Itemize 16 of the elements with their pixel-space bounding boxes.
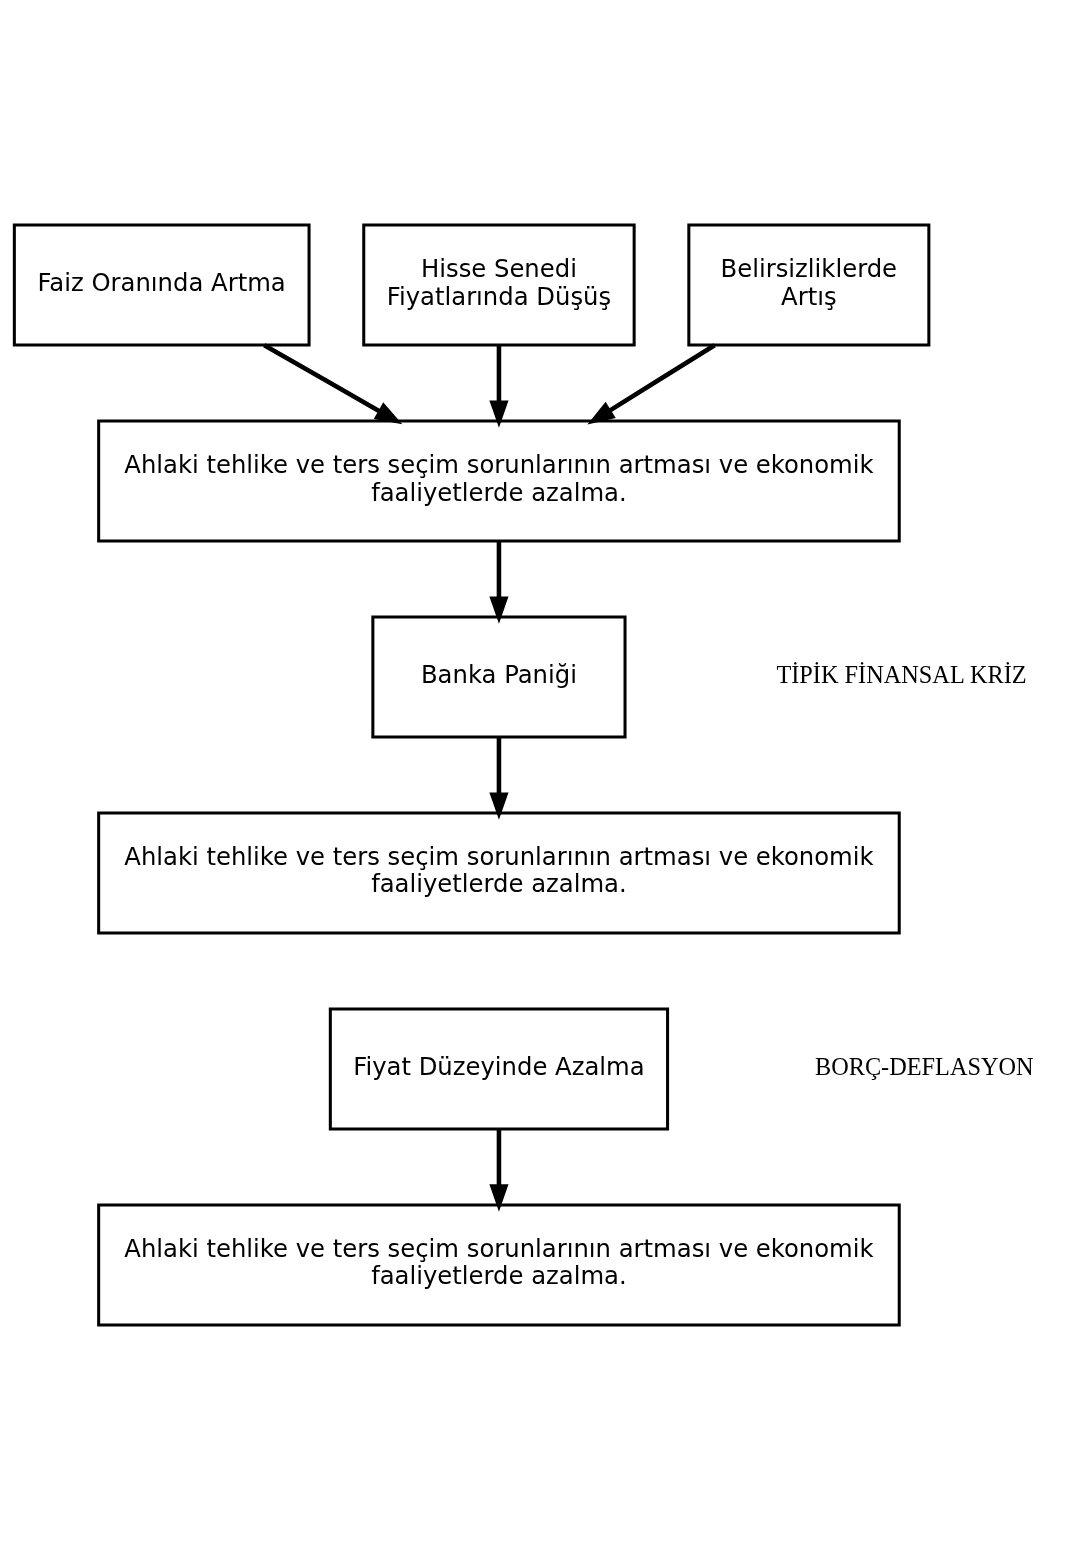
node-box: Fiyat Düzeyinde Azalma xyxy=(328,1006,670,1130)
node-box: Ahlaki tehlike ve ters seçim sorunlarının artması ve ekonomik faaliyetlerde azalma. xyxy=(97,810,901,934)
node-box: Hisse Senedi Fiyatlarında Düşüş xyxy=(362,223,636,347)
node-box: Belirsizliklerde Artış xyxy=(687,223,931,347)
arrow xyxy=(489,345,509,428)
arrow xyxy=(587,342,716,424)
node-box: Ahlaki tehlike ve ters seçim sorunlarının artması ve ekonomik faaliyetlerde azalma. xyxy=(97,419,901,543)
label: BORÇ-DEFLASYON xyxy=(814,1052,1034,1080)
arrow xyxy=(263,342,403,424)
node-box: Banka Paniği xyxy=(371,615,627,739)
node-box: Ahlaki tehlike ve ters seçim sorunlarının artması ve ekonomik faaliyetlerde azalma. xyxy=(97,1202,901,1326)
arrow xyxy=(489,1128,509,1212)
arrow xyxy=(489,736,509,820)
node-box: Faiz Oranında Artma xyxy=(12,223,311,347)
arrow xyxy=(489,541,509,624)
label: TİPİK FİNANSAL KRİZ xyxy=(776,660,1027,688)
